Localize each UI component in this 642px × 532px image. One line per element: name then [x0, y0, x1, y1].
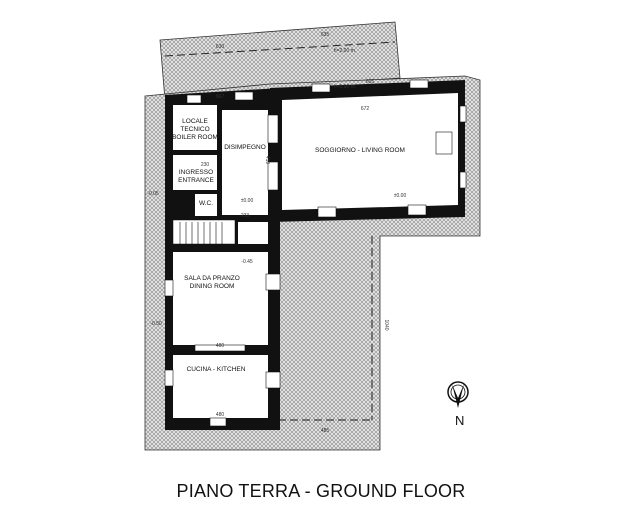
dim-top-terrace-left: 630	[216, 44, 225, 50]
wc-label: W.C.	[199, 200, 213, 207]
boiler-room	[173, 105, 217, 150]
pergola-line	[164, 41, 396, 57]
small-landing	[238, 222, 268, 244]
dim-patio-width: 485	[321, 428, 330, 434]
level-hall: ±0.00	[241, 198, 254, 204]
dim-top-wall-right: 605	[366, 79, 375, 85]
dim-kitchen-width: 480	[216, 412, 225, 418]
entrance-room	[173, 155, 217, 190]
dim-dining-width: 480	[216, 343, 225, 349]
kitchen-room	[173, 355, 268, 418]
dim-patio-length: 1040	[383, 319, 389, 330]
stair-steps	[179, 222, 223, 244]
dining-room	[173, 252, 268, 345]
level-living: ±0.00	[394, 193, 407, 199]
plan-title: PIANO TERRA - GROUND FLOOR	[176, 481, 466, 501]
hall-label: DISIMPEGNO	[224, 144, 266, 151]
north-label: N	[455, 413, 464, 428]
living-room	[282, 93, 458, 210]
living-room-label: SOGGIORNO - LIVING ROOM	[315, 147, 405, 154]
hall-room	[222, 110, 268, 215]
wc-room	[195, 194, 217, 216]
dim-hall-width: 233	[241, 213, 250, 219]
dim-top-wall-left: 667	[216, 94, 225, 100]
north-arrow-icon	[447, 381, 469, 408]
dim-living-width: 672	[361, 106, 370, 112]
dim-top-terrace: 635	[321, 32, 330, 38]
pergola-height: h=2,90 m.	[334, 84, 356, 90]
level-left-upper: -0.05	[147, 191, 159, 197]
level-left-side: -0.50	[150, 321, 162, 327]
kitchen-label: CUCINA - KITCHEN	[187, 366, 246, 373]
dim-entrance-width: 230	[201, 162, 210, 168]
level-dining: -0.45	[241, 259, 253, 265]
openings	[164, 79, 467, 427]
dim-hall-length: 410	[264, 156, 270, 165]
terrace-height: h=2,00 m.	[334, 48, 356, 54]
